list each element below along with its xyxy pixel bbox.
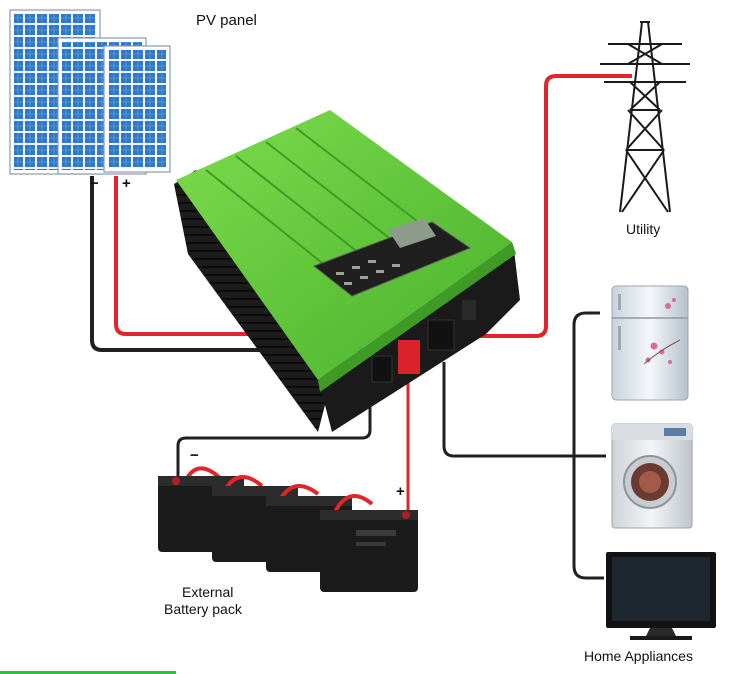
pv-positive-cable [114,176,402,336]
utility-cable [470,74,632,338]
battery-positive-sign: + [396,483,405,500]
refrigerator-icon [611,285,689,401]
pv-panel-label: PV panel [196,12,257,29]
washing-machine-icon [611,423,693,529]
television-icon [606,552,716,640]
home-appliances-label: Home Appliances [584,648,693,664]
pv-positive-sign: + [122,175,131,192]
footer-accent-bar [0,671,176,674]
appliance-bus-cable [572,311,606,580]
dc-positive-terminal [398,340,420,374]
battery-pack [158,466,418,592]
inverter-icon [174,110,520,432]
pv-negative-sign: − [90,175,99,192]
battery-pack-label-line2: Battery pack [164,601,242,617]
pv-negative-cable [90,176,380,352]
utility-label: Utility [626,221,661,237]
battery-negative-cable [176,392,372,484]
battery-icon [320,494,418,592]
solar-panel-icon [9,9,171,175]
transmission-tower-icon [600,21,690,213]
load-cable [442,362,574,458]
battery-pack-label-line1: External [182,584,234,600]
battery-negative-sign: − [190,447,199,464]
